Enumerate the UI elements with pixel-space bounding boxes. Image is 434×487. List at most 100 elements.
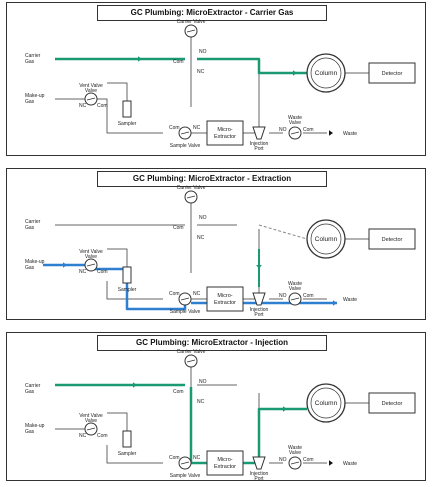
port-label-nc: NC — [193, 291, 201, 297]
waste-valve-label: Valve — [289, 286, 301, 292]
injection-port-label: Port — [254, 476, 264, 482]
port-label-no: NO — [199, 49, 207, 55]
port-label-com: Com — [303, 293, 314, 299]
column-label: Column — [315, 70, 338, 77]
port-label-com: Com — [303, 457, 314, 463]
makeup-gas-label: Make-up — [25, 259, 45, 265]
port-label-com: Com — [169, 455, 180, 461]
micro-extractor-box — [206, 120, 244, 146]
port-label-nc: NC — [197, 69, 205, 75]
flow-arrow — [283, 406, 287, 412]
waste-label: Waste — [343, 297, 357, 303]
injection-port-label: Injection — [250, 307, 269, 313]
waste-valve-label: Valve — [289, 120, 301, 126]
sample-valve-label: Sample Valve — [170, 143, 201, 149]
micro-extractor-label: Micro- — [217, 457, 232, 463]
detector-label: Detector — [382, 401, 403, 407]
sampler-label: Sampler — [118, 451, 137, 457]
vent-valve-symbol-switch — [86, 263, 96, 267]
waste-arrow — [329, 460, 333, 466]
injection-port-label: Injection — [250, 141, 269, 147]
flow-arrow — [138, 56, 142, 62]
port-label-com: Com — [169, 125, 180, 131]
waste-valve-symbol-switch — [290, 461, 300, 465]
micro-extractor-label: Extractor — [214, 134, 236, 140]
sampler-symbol — [122, 266, 132, 284]
vent-valve-label: Valve — [85, 418, 97, 424]
makeup-gas-label: Gas — [25, 429, 35, 435]
detector-box — [368, 228, 416, 250]
port-label-no: NO — [279, 457, 287, 463]
micro-extractor-box — [206, 450, 244, 476]
line-sampler-to-sample-valve — [106, 445, 163, 464]
port-label-nc: NC — [79, 103, 87, 109]
detector-label: Detector — [382, 237, 403, 243]
port-label-com: Com — [97, 103, 108, 109]
injection-port-symbol — [252, 126, 266, 140]
injection-port-label: Injection — [250, 471, 269, 477]
injection-port-label: Port — [254, 146, 264, 152]
carrier-gas-label: Gas — [25, 59, 35, 65]
port-label-nc: NC — [193, 455, 201, 461]
port-label-nc: NC — [197, 399, 205, 405]
line-vent-down — [97, 98, 108, 115]
carrier-valve-label: Carrier Valve — [177, 19, 206, 25]
column-label: Column — [315, 236, 338, 243]
port-label-com: Com — [173, 389, 184, 395]
flow-arrow — [293, 70, 297, 76]
carrier-gas-label: Gas — [25, 225, 35, 231]
carrier-gas-label: Carrier — [25, 53, 41, 59]
waste-label: Waste — [343, 461, 357, 467]
micro-extractor-box — [206, 286, 244, 312]
sampler-symbol — [122, 100, 132, 118]
sample-valve-label: Sample Valve — [170, 309, 201, 315]
vent-valve-label: Vent Valve — [79, 83, 103, 89]
waste-valve-label: Waste — [288, 115, 302, 121]
carrier-valve-symbol-switch — [186, 359, 196, 363]
waste-valve-symbol-switch — [290, 131, 300, 135]
carrier-valve-symbol-switch — [186, 29, 196, 33]
waste-label: Waste — [343, 131, 357, 137]
port-label-nc: NC — [193, 125, 201, 131]
detector-box — [368, 392, 416, 414]
line-vent-to-sampler — [107, 412, 128, 431]
makeup-gas-label: Gas — [25, 99, 35, 105]
port-label-com: Com — [303, 127, 314, 133]
port-label-nc: NC — [197, 235, 205, 241]
line-sampler-to-sample-valve — [106, 115, 163, 134]
column-coil — [310, 223, 342, 255]
carrier-valve-symbol-switch — [186, 195, 196, 199]
vent-valve-symbol-switch — [86, 97, 96, 101]
flow-arrow — [133, 382, 137, 388]
makeup-gas-label: Make-up — [25, 423, 45, 429]
detector-box — [368, 62, 416, 84]
sampler-label: Sampler — [118, 287, 137, 293]
flow-carrier-to-column — [197, 57, 307, 75]
port-label-no: NO — [279, 127, 287, 133]
carrier-gas-label: Carrier — [25, 383, 41, 389]
sampler-symbol — [122, 430, 132, 448]
injection-port-symbol — [252, 456, 266, 470]
flow-arrow — [333, 300, 337, 306]
makeup-gas-label: Gas — [25, 265, 35, 271]
column-symbol — [306, 53, 346, 93]
panel-title: GC Plumbing: MicroExtractor - Extraction — [97, 171, 327, 187]
port-label-no: NO — [199, 379, 207, 385]
column-symbol — [306, 219, 346, 259]
panel-extraction: GC Plumbing: MicroExtractor - Extraction… — [6, 168, 426, 320]
injection-port-label: Port — [254, 312, 264, 318]
waste-valve-label: Waste — [288, 445, 302, 451]
flow-makeup-blue — [43, 263, 187, 311]
carrier-valve-label: Carrier Valve — [177, 185, 206, 191]
port-label-com: Com — [97, 433, 108, 439]
port-label-no: NO — [279, 293, 287, 299]
port-label-com: Com — [97, 269, 108, 275]
port-label-com: Com — [169, 291, 180, 297]
micro-extractor-label: Micro- — [217, 127, 232, 133]
sample-valve-symbol-switch — [180, 461, 190, 465]
sampler-label: Sampler — [118, 121, 137, 127]
carrier-valve-label: Carrier Valve — [177, 349, 206, 355]
vent-valve-label: Valve — [85, 254, 97, 260]
